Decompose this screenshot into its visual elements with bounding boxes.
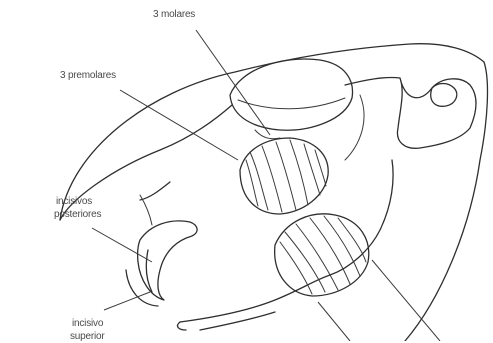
skull-outline — [60, 44, 487, 341]
label-3-premolares: 3 premolares — [60, 70, 116, 82]
mandible — [178, 160, 394, 330]
label-3-molares: 3 molares — [153, 9, 195, 21]
upper-molars — [240, 138, 328, 214]
label-incisivo-superior-1: incisivo — [72, 318, 103, 330]
zygomatic-arch — [230, 59, 353, 139]
incisors — [126, 195, 197, 306]
label-incisivos-posteriores-1: incisivos — [56, 196, 92, 208]
ear-region — [345, 77, 476, 160]
lower-molars — [275, 214, 369, 296]
label-incisivos-posteriores-2: posteriores — [54, 209, 101, 221]
leader-lines — [92, 30, 440, 341]
label-incisivo-superior-2: superior — [70, 331, 105, 343]
